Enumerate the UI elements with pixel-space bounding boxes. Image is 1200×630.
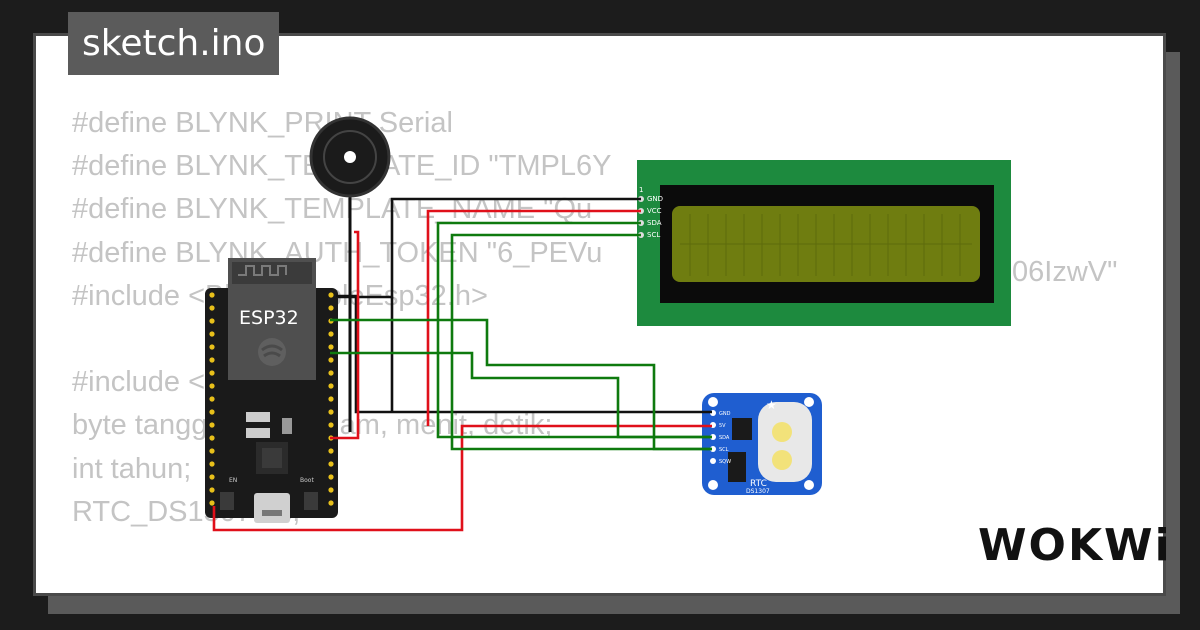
esp32-en-label: EN — [229, 477, 237, 484]
wire-black — [338, 197, 641, 299]
wire-red — [212, 424, 712, 532]
code-line: int tahun; — [72, 452, 192, 485]
lcd-pin-vcc: VCC — [647, 207, 662, 215]
rtc-pin-scl: SCL — [719, 447, 729, 453]
rtc-pin-gnd: GND — [719, 411, 731, 417]
rtc-pin-5v: 5V — [719, 423, 726, 429]
lcd-pin1-label: 1 — [639, 186, 643, 194]
buzzer[interactable] — [309, 116, 391, 432]
wire-red — [426, 209, 641, 426]
lcd-pin-scl: SCL — [647, 231, 660, 239]
esp32-board[interactable]: ESP32 EN Boot — [205, 258, 338, 523]
lcd-display[interactable]: 1 GND VCC SDA SCL — [637, 160, 1011, 326]
lcd-pin-sda: SDA — [647, 219, 662, 227]
wokwi-logo: WOKWi — [978, 520, 1172, 571]
rtc-model: DS1307 — [746, 488, 770, 495]
wire-green — [450, 233, 712, 451]
file-tab[interactable]: sketch.ino — [68, 12, 280, 75]
esp32-boot-label: Boot — [300, 477, 314, 484]
lcd-pin-gnd: GND — [647, 195, 663, 203]
wire-red — [330, 230, 360, 440]
star-icon: ★ — [766, 398, 777, 412]
wire-green — [436, 221, 712, 439]
rtc-label: RTC — [750, 479, 767, 489]
rtc-pin-sda: SDA — [719, 435, 730, 441]
rtc-pin-sqw: SQW — [719, 459, 731, 465]
code-token-suffix: 06IzwV" — [1012, 256, 1117, 288]
wires — [212, 197, 712, 532]
esp32-label: ESP32 — [239, 307, 299, 329]
wire-green — [330, 318, 712, 451]
rtc-module[interactable]: ★ RTC DS1307 GND 5V SDA SCL SQW — [702, 393, 822, 495]
